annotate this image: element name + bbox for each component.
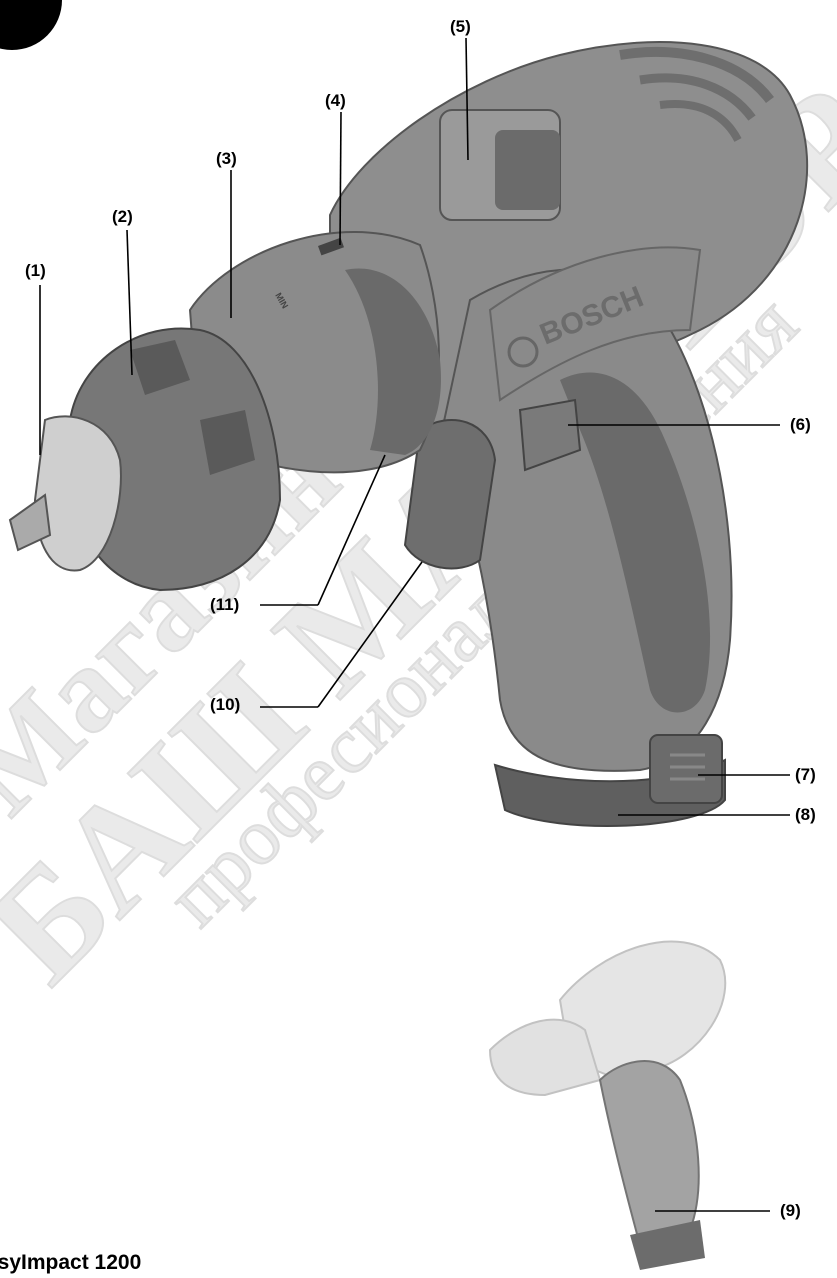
leader-lines (39, 37, 790, 1212)
callout-5: (5) (450, 17, 471, 36)
callout-11: (11) (210, 595, 240, 614)
callout-3: (3) (216, 149, 237, 168)
callout-6: (6) (790, 415, 811, 434)
callout-8: (8) (795, 805, 816, 824)
language-badge-icon (0, 0, 62, 50)
callout-2: (2) (112, 207, 133, 226)
callout-10: (10) (210, 695, 241, 714)
callout-9: (9) (780, 1201, 801, 1220)
main-drill: BOSCH MIN (8, 41, 809, 828)
small-drill (488, 940, 727, 1270)
callout-1: (1) (25, 261, 46, 280)
screw-icon (318, 237, 344, 256)
callout-7: (7) (795, 765, 816, 784)
callout-4: (4) (325, 91, 346, 110)
brand-logo-icon (507, 336, 539, 368)
model-title: asyImpact 1200 (0, 1251, 142, 1274)
